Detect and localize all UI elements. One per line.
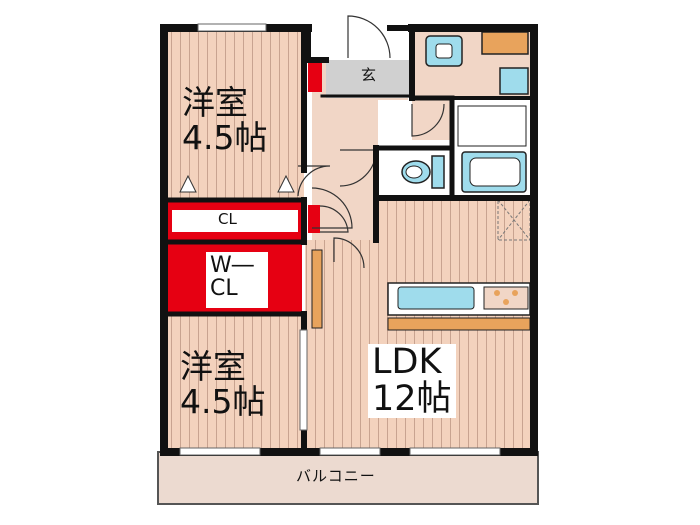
western-room-bottom-label: 洋室 4.5帖 bbox=[180, 347, 266, 421]
toilet-bowl-inner bbox=[405, 165, 423, 179]
hallway-floor bbox=[312, 96, 378, 240]
room-size: 4.5帖 bbox=[180, 381, 266, 421]
ldk-label: LDK 12帖 bbox=[368, 344, 456, 418]
room-name: 洋室 bbox=[180, 347, 246, 386]
storage-shelf bbox=[481, 31, 529, 55]
stove bbox=[483, 286, 529, 310]
kitchen-sink bbox=[397, 286, 475, 310]
shoe-cabinet-lower bbox=[308, 205, 320, 233]
ldk-door-swing bbox=[333, 237, 365, 269]
washbasin-bowl bbox=[435, 43, 453, 59]
washing-machine-pan bbox=[499, 67, 529, 95]
burner bbox=[494, 290, 500, 296]
burner bbox=[503, 299, 509, 305]
entrance-door-swing bbox=[347, 15, 391, 59]
toilet-tank bbox=[431, 155, 445, 189]
room-size: 4.5帖 bbox=[182, 117, 268, 157]
walk-in-closet-line2: CL bbox=[210, 276, 238, 302]
western-room-top-label: 洋室 4.5帖 bbox=[182, 83, 268, 157]
walk-in-closet-inner-white bbox=[206, 252, 268, 308]
shoe-cabinet-upper bbox=[308, 62, 322, 92]
bath-washing-area bbox=[457, 105, 527, 147]
closet-door-swing bbox=[319, 205, 349, 233]
washroom-door-swing bbox=[411, 103, 445, 137]
partition-panel bbox=[311, 249, 323, 329]
room-name: LDK bbox=[372, 342, 442, 382]
closet-inner-white bbox=[172, 210, 298, 232]
hallway-door-swing bbox=[311, 187, 353, 229]
burner bbox=[512, 290, 518, 296]
room-top-door-swing bbox=[297, 165, 331, 197]
balcony-label: バルコニー bbox=[296, 467, 376, 485]
walk-in-closet-line1: W― bbox=[210, 253, 254, 278]
closet-label: CL bbox=[218, 210, 237, 228]
kitchen-shelf bbox=[387, 317, 531, 331]
balcony bbox=[157, 451, 539, 505]
entrance-floor bbox=[326, 60, 410, 98]
bathtub-inner bbox=[469, 157, 521, 187]
door-swings bbox=[297, 15, 445, 269]
entrance-label: 玄 bbox=[361, 66, 377, 84]
walk-in-closet-label: W― CL bbox=[210, 254, 254, 300]
closet-door-marker bbox=[179, 174, 197, 193]
room-name: 洋室 bbox=[182, 83, 248, 122]
room-size: 12帖 bbox=[372, 378, 452, 419]
western-room-bottom-floor bbox=[168, 315, 304, 448]
western-room-top-floor bbox=[168, 32, 304, 200]
windows bbox=[179, 23, 501, 456]
closet-door-marker bbox=[277, 174, 295, 193]
